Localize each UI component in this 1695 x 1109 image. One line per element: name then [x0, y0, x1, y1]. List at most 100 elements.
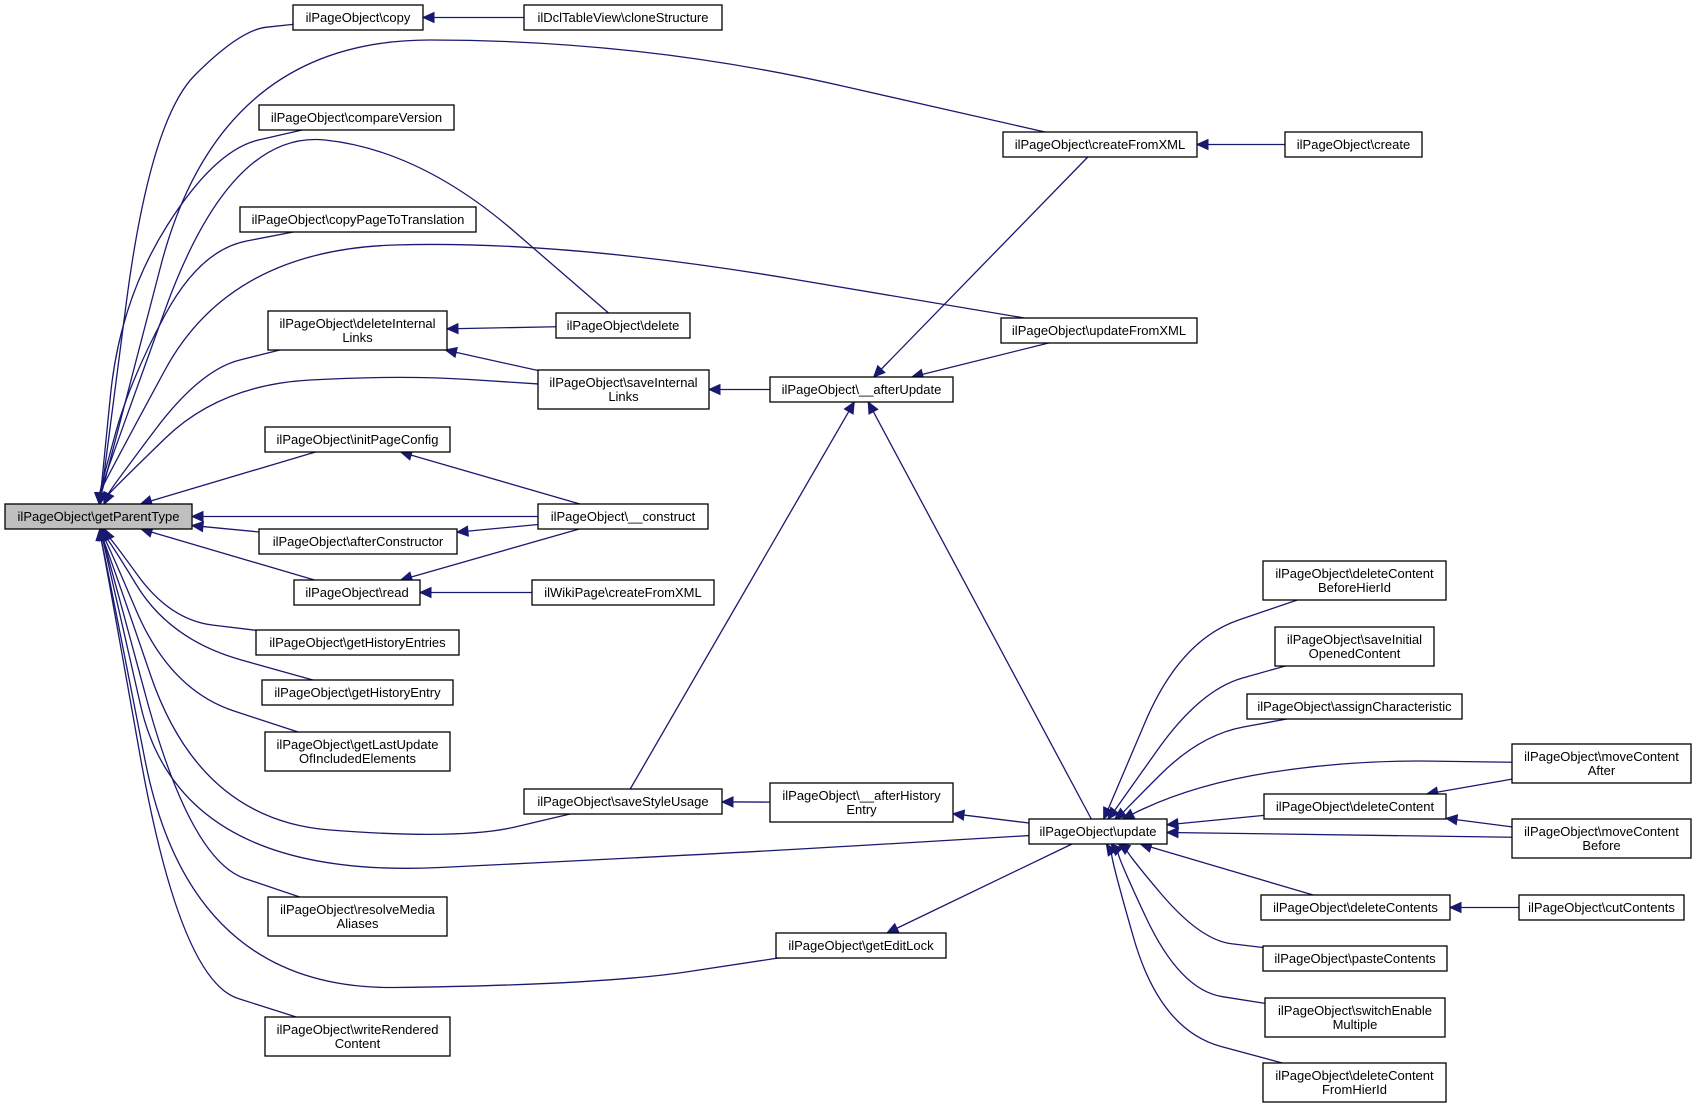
- node-read[interactable]: ilPageObject\read: [293, 579, 421, 606]
- arrowhead-savestyle-to-afterupdate: [843, 400, 855, 415]
- call-edge-ufx-to-afterupdate: [922, 342, 1049, 375]
- node-lastupd[interactable]: ilPageObject\getLastUpdateOfIncludedElem…: [264, 731, 451, 772]
- call-edge-construct-to-initcfg: [410, 454, 581, 505]
- node-editlock[interactable]: ilPageObject\getEditLock: [775, 932, 947, 959]
- node-label-line: ilPageObject\saveInitial: [1287, 632, 1422, 647]
- call-edge-update-to-afterhist: [963, 814, 1030, 824]
- node-label-line: ilPageObject\getParentType: [18, 509, 180, 524]
- node-box: [523, 788, 723, 815]
- node-box: [1028, 818, 1168, 845]
- node-delete[interactable]: ilPageObject\delete: [555, 312, 691, 339]
- node-label-line: ilPageObject\deleteContent: [1275, 1068, 1434, 1083]
- call-edge-paste-to-update: [1125, 848, 1264, 949]
- node-label-line: ilPageObject\deleteContents: [1273, 900, 1438, 915]
- node-root[interactable]: ilPageObject\getParentType: [4, 503, 193, 530]
- node-histentries[interactable]: ilPageObject\getHistoryEntries: [255, 629, 460, 656]
- node-label-line: ilPageObject\afterConstructor: [273, 534, 444, 549]
- arrowhead-ufx-to-root: [94, 492, 106, 506]
- call-edge-construct-to-afterctor: [467, 523, 539, 532]
- node-delcontents[interactable]: ilPageObject\deleteContents: [1260, 894, 1451, 921]
- arrowhead-afterctor-to-root: [190, 520, 205, 533]
- node-create[interactable]: ilPageObject\create: [1284, 131, 1423, 158]
- node-label-line: After: [1588, 763, 1616, 778]
- node-label-line: ilPageObject\moveContent: [1524, 749, 1679, 764]
- node-box: [769, 782, 954, 823]
- node-wikicfx[interactable]: ilWikiPage\createFromXML: [531, 579, 715, 606]
- call-edge-moveafter-to-delcontent: [1437, 778, 1513, 793]
- node-box: [267, 310, 448, 351]
- call-edge-update-to-afterupdate: [872, 411, 1092, 820]
- node-box: [537, 503, 709, 530]
- call-edge-histentries-to-root: [108, 536, 257, 631]
- call-edge-movebefore-to-delcontent: [1456, 819, 1513, 828]
- call-edge-ufx-to-root: [99, 243, 1025, 494]
- node-box: [1511, 818, 1692, 859]
- node-copy[interactable]: ilPageObject\copy: [292, 4, 424, 31]
- node-layer: ilPageObject\getParentType ilPageObject\c…: [4, 4, 1692, 1103]
- node-copytrans[interactable]: ilPageObject\copyPageToTranslation: [239, 206, 477, 233]
- node-box: [1264, 997, 1446, 1038]
- node-box: [775, 932, 947, 959]
- node-label-line: ilPageObject\saveInternal: [549, 375, 697, 390]
- node-label-line: ilPageObject\deleteContent: [1276, 799, 1435, 814]
- node-label-line: FromHierId: [1322, 1082, 1387, 1097]
- node-label-line: ilPageObject\pasteContents: [1274, 951, 1436, 966]
- node-box: [531, 579, 715, 606]
- node-box: [523, 4, 723, 31]
- node-box: [264, 426, 451, 453]
- node-initcfg[interactable]: ilPageObject\initPageConfig: [264, 426, 451, 453]
- node-savestyle[interactable]: ilPageObject\saveStyleUsage: [523, 788, 723, 815]
- node-box: [769, 376, 954, 403]
- call-edge-afterctor-to-root: [202, 525, 260, 533]
- arrowhead-construct-to-afterctor: [455, 525, 469, 537]
- node-box: [292, 4, 424, 31]
- node-afterctor[interactable]: ilPageObject\afterConstructor: [258, 528, 458, 555]
- arrowhead-saveint-to-delint: [444, 346, 458, 359]
- node-label-line: Multiple: [1333, 1017, 1378, 1032]
- node-assign[interactable]: ilPageObject\assignCharacteristic: [1246, 693, 1463, 720]
- node-box: [537, 369, 710, 410]
- node-box: [255, 629, 460, 656]
- call-edge-construct-to-read: [411, 528, 580, 578]
- node-box: [1262, 945, 1448, 972]
- node-label-line: Entry: [846, 802, 877, 817]
- arrowhead-wikicfx-to-read: [418, 586, 432, 599]
- node-construct[interactable]: ilPageObject\__construct: [537, 503, 709, 530]
- node-afterupdate[interactable]: ilPageObject\__afterUpdate: [769, 376, 954, 403]
- node-box: [1262, 1062, 1447, 1103]
- node-delcontent[interactable]: ilPageObject\deleteContent: [1263, 793, 1447, 820]
- node-label-line: OfIncludedElements: [299, 751, 417, 766]
- node-cut[interactable]: ilPageObject\cutContents: [1518, 894, 1685, 921]
- call-edge-copy-to-root: [100, 23, 294, 494]
- node-label-line: ilPageObject\compareVersion: [271, 110, 442, 125]
- call-edge-moveafter-to-update: [1132, 760, 1513, 815]
- node-update[interactable]: ilPageObject\update: [1028, 818, 1168, 845]
- arrowhead-afterupdate-to-saveint: [707, 383, 721, 396]
- node-histentry[interactable]: ilPageObject\getHistoryEntry: [261, 679, 454, 706]
- node-cfx[interactable]: ilPageObject\createFromXML: [1002, 131, 1198, 158]
- call-edge-assign-to-update: [1122, 718, 1287, 814]
- call-edge-delint-to-root: [107, 349, 280, 495]
- node-box: [1002, 131, 1198, 158]
- arrowhead-movebefore-to-update: [1165, 826, 1179, 839]
- node-label-line: Aliases: [337, 916, 379, 931]
- node-ufx[interactable]: ilPageObject\updateFromXML: [1000, 317, 1198, 344]
- node-compare[interactable]: ilPageObject\compareVersion: [258, 104, 455, 131]
- node-clone[interactable]: ilDclTableView\cloneStructure: [523, 4, 723, 31]
- node-label-line: ilPageObject\__construct: [551, 509, 696, 524]
- node-label-line: ilPageObject\getHistoryEntries: [269, 635, 446, 650]
- call-edge-delete-to-delint: [457, 326, 557, 330]
- node-paste[interactable]: ilPageObject\pasteContents: [1262, 945, 1448, 972]
- node-label-line: ilWikiPage\createFromXML: [544, 585, 702, 600]
